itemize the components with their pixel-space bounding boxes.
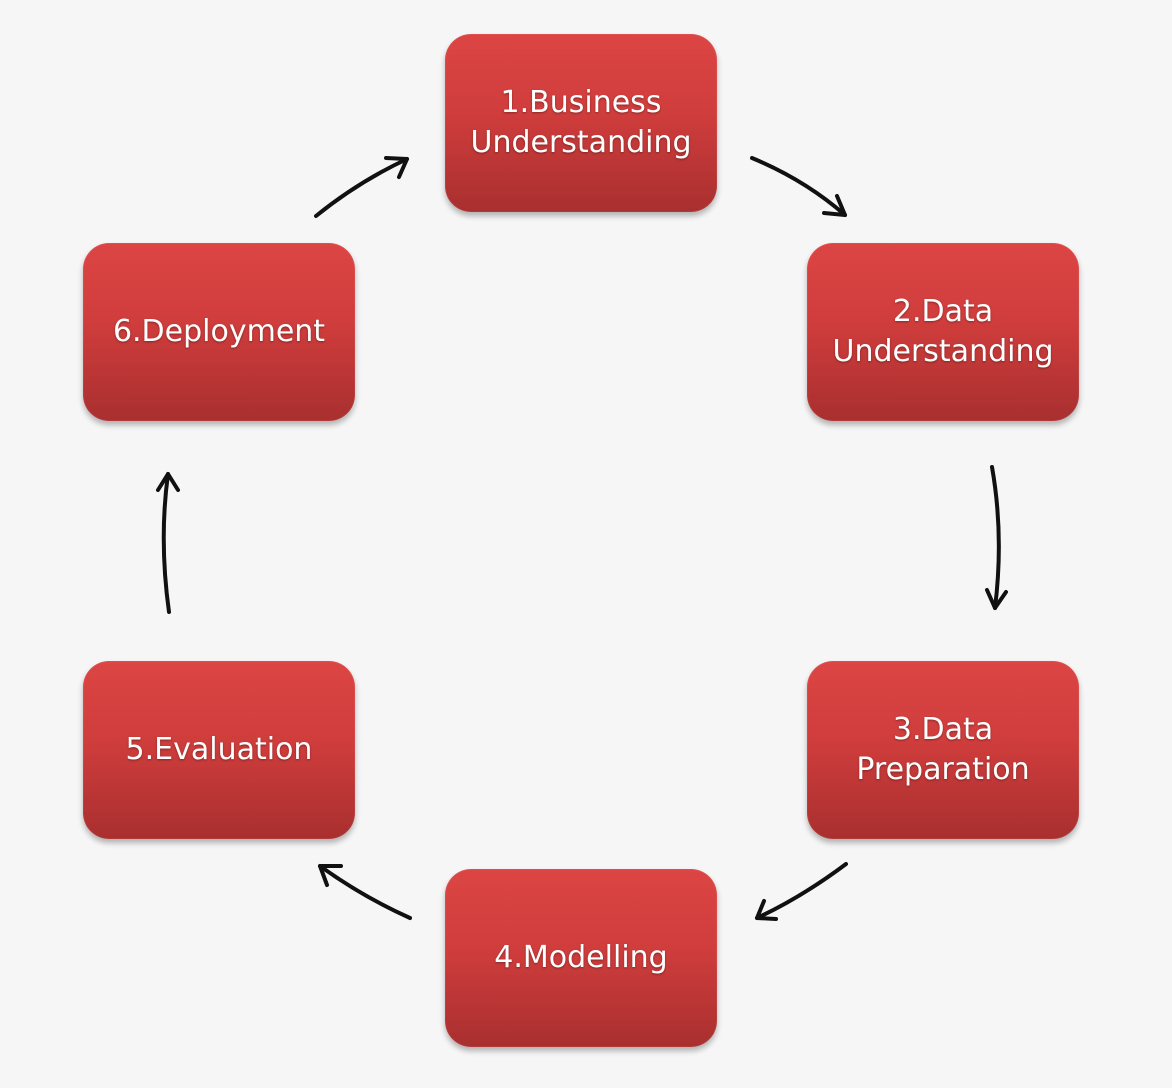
step-deployment: 6.Deployment	[83, 243, 355, 421]
step-label: 2.Data Understanding	[832, 294, 1054, 369]
step-modelling: 4.Modelling	[445, 869, 717, 1047]
arrow-step4-to-step5	[318, 864, 412, 920]
step-label: 5.Evaluation	[125, 732, 313, 767]
step-label: 6.Deployment	[112, 314, 326, 349]
arrow-step6-to-step1	[314, 156, 409, 218]
step-label: 1.Business Understanding	[470, 85, 692, 160]
step-business-understanding: 1.Business Understanding	[445, 34, 717, 212]
step-data-understanding: 2.Data Understanding	[807, 243, 1079, 421]
arrow-step2-to-step3	[985, 465, 1008, 610]
arrow-step5-to-step6	[156, 472, 180, 614]
step-evaluation: 5.Evaluation	[83, 661, 355, 839]
step-label: 4.Modelling	[494, 940, 668, 975]
step-label: 3.Data Preparation	[856, 712, 1030, 787]
step-data-preparation: 3.Data Preparation	[807, 661, 1079, 839]
arrow-step3-to-step4	[755, 862, 848, 921]
arrow-step1-to-step2	[750, 156, 847, 217]
